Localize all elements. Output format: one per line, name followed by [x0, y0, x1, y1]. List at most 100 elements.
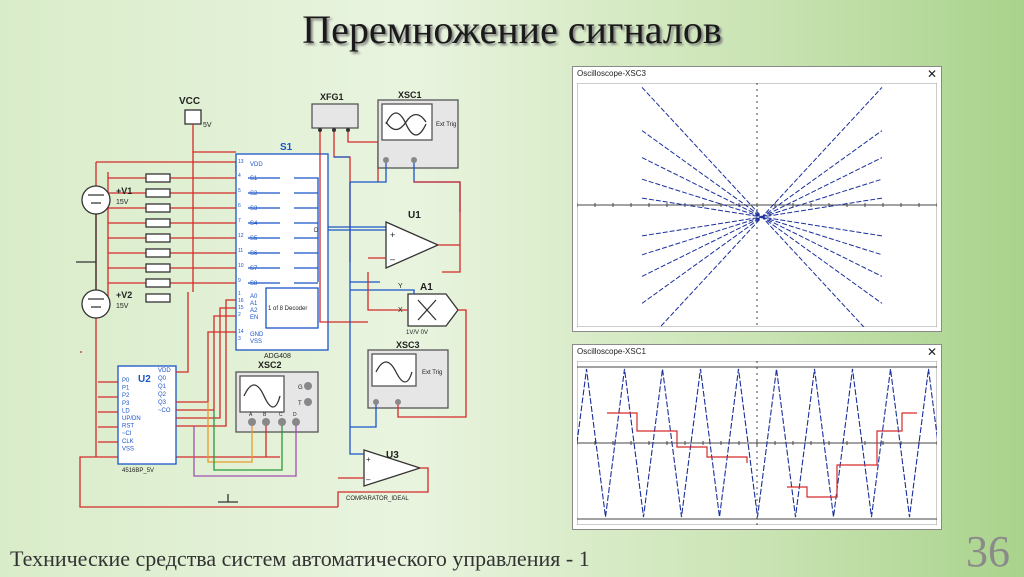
- a1-gain: 1V/V 0V: [406, 330, 428, 336]
- s1-pin-number: 13: [238, 159, 244, 165]
- u2-pin-right: Q1: [158, 384, 167, 390]
- u2-pin-left: P2: [122, 393, 130, 399]
- vcc-label: VCC: [179, 96, 200, 107]
- v1-value: 15V: [116, 199, 129, 206]
- s1-pin-number: 5: [238, 188, 241, 194]
- u2-pin-left: RST: [122, 424, 134, 430]
- s1-pin-number: 7: [238, 218, 241, 224]
- comparator-u3[interactable]: [363, 449, 423, 487]
- s1-pin-number: 10: [238, 263, 244, 269]
- s1-pin-number: 14: [238, 329, 244, 335]
- v2-label: +V2: [116, 290, 132, 300]
- xsc2-a: A: [249, 412, 253, 418]
- u2-pin-left: UP/DN: [122, 416, 141, 422]
- s1-pin-name: S7: [250, 266, 258, 272]
- xsc1-screen: [577, 361, 937, 525]
- a1-y-input: Y: [398, 283, 403, 290]
- xsc1-ext-trig: Ext Trig: [436, 122, 456, 128]
- u2-pin-left: P3: [122, 401, 130, 407]
- s1-pin-name: A1: [250, 301, 258, 307]
- comparator-model: COMPARATOR_IDEAL: [346, 496, 409, 502]
- function-generator-xfg1[interactable]: [311, 103, 359, 129]
- xsc2-label: XSC2: [258, 360, 282, 370]
- u2-pin-left: CLK: [122, 439, 134, 445]
- a1-x-input: X: [398, 307, 403, 314]
- u1-minus: –: [390, 254, 395, 264]
- s1-pin-name: A0: [250, 294, 258, 300]
- s1-pin-name: S3: [250, 206, 258, 212]
- slide-title: Перемножение сигналов: [302, 7, 722, 52]
- s1-pin-number: 3: [238, 336, 241, 342]
- s1-pin-name: S4: [250, 221, 258, 227]
- a1-label: A1: [420, 282, 433, 293]
- u3-plus: +: [366, 455, 371, 464]
- u2-pin-left: ~CI: [122, 431, 132, 437]
- multiplier-a1[interactable]: [407, 293, 459, 327]
- xsc1-label: XSC1: [398, 90, 422, 100]
- v1-label: +V1: [116, 186, 132, 196]
- u2-model: 4516BP_5V: [122, 468, 154, 474]
- xfg1-label: XFG1: [320, 92, 344, 102]
- vcc-source[interactable]: [184, 109, 202, 125]
- s1-pin-name: EN: [250, 315, 258, 321]
- u2-pin-right: Q3: [158, 400, 167, 406]
- v2-source[interactable]: [81, 289, 111, 319]
- v1-source[interactable]: [81, 185, 111, 215]
- u2-pin-right: Q2: [158, 392, 167, 398]
- u3-label: U3: [386, 450, 399, 461]
- close-icon[interactable]: ✕: [926, 67, 937, 81]
- xy-trace: [659, 87, 883, 327]
- s1-label: S1: [280, 142, 293, 153]
- oscilloscope-xsc1-window[interactable]: Oscilloscope-XSC1 ✕: [572, 344, 942, 530]
- s1-pin-number: 1: [238, 291, 241, 297]
- s1-pin-name: A2: [250, 308, 258, 314]
- close-icon[interactable]: ✕: [926, 345, 937, 359]
- u2-pin-right: ~CO: [158, 408, 171, 414]
- xsc3-screen: [577, 83, 937, 327]
- footer-text: Технические средства систем автоматическ…: [10, 546, 590, 571]
- s1-pin-number: 4: [238, 173, 241, 179]
- step-trace: [607, 412, 917, 498]
- s1-pin-name: S6: [250, 251, 258, 257]
- page-number: 36: [966, 527, 1010, 576]
- xsc1-title-bar[interactable]: Oscilloscope-XSC1 ✕: [573, 345, 941, 359]
- xsc3-label: XSC3: [396, 340, 420, 350]
- u2-pin-left: LD: [122, 408, 130, 414]
- oscilloscope-xsc3-window[interactable]: Oscilloscope-XSC3 ✕: [572, 66, 942, 332]
- xsc3-ext-trig: Ext Trig: [422, 370, 442, 376]
- counter-u2[interactable]: [117, 365, 177, 465]
- adg408-label: ADG408: [264, 353, 291, 360]
- s1-pin-number: 9: [238, 278, 241, 284]
- v2-value: 15V: [116, 303, 129, 310]
- s1-pin-number: 12: [238, 233, 244, 239]
- s1-pin-name: S8: [250, 281, 258, 287]
- xsc2-d: D: [293, 412, 297, 418]
- u2-pin-right: Q0: [158, 376, 167, 382]
- s1-pin-name: S5: [250, 236, 258, 242]
- decoder-label: 1 of 8 Decoder: [268, 306, 307, 312]
- s1-d-pin: D: [314, 228, 319, 234]
- s1-pin-number: 2: [238, 312, 241, 318]
- triangle-trace: [577, 368, 937, 518]
- u2-label: U2: [138, 374, 151, 385]
- s1-pin-number: 11: [238, 248, 243, 254]
- xsc2-t: T: [298, 401, 302, 407]
- u2-pin-right: VDD: [158, 368, 171, 374]
- opamp-u1[interactable]: [385, 221, 440, 269]
- vcc-value: 5V: [203, 122, 212, 129]
- u2-pin-left: P1: [122, 386, 130, 392]
- u2-pin-left: VSS: [122, 446, 134, 452]
- u1-plus: +: [390, 230, 395, 240]
- s1-pin-name: S2: [250, 191, 258, 197]
- s1-pin-name: VSS: [250, 339, 262, 345]
- xsc3-window-title: Oscilloscope-XSC3: [577, 69, 646, 78]
- xsc2-c: C: [279, 412, 283, 418]
- xsc3-title-bar[interactable]: Oscilloscope-XSC3 ✕: [573, 67, 941, 81]
- s1-pin-number: 6: [238, 203, 241, 209]
- u1-label: U1: [408, 210, 421, 221]
- xsc1-window-title: Oscilloscope-XSC1: [577, 347, 646, 356]
- s1-pin-name: VDD: [250, 162, 263, 168]
- circuit-schematic: VCC 5V XFG1 XSC1 Ext Trig S1 U1 + – A1 1…: [76, 90, 467, 508]
- xsc2-b: B: [263, 412, 267, 418]
- s1-pin-number: 16: [238, 298, 244, 304]
